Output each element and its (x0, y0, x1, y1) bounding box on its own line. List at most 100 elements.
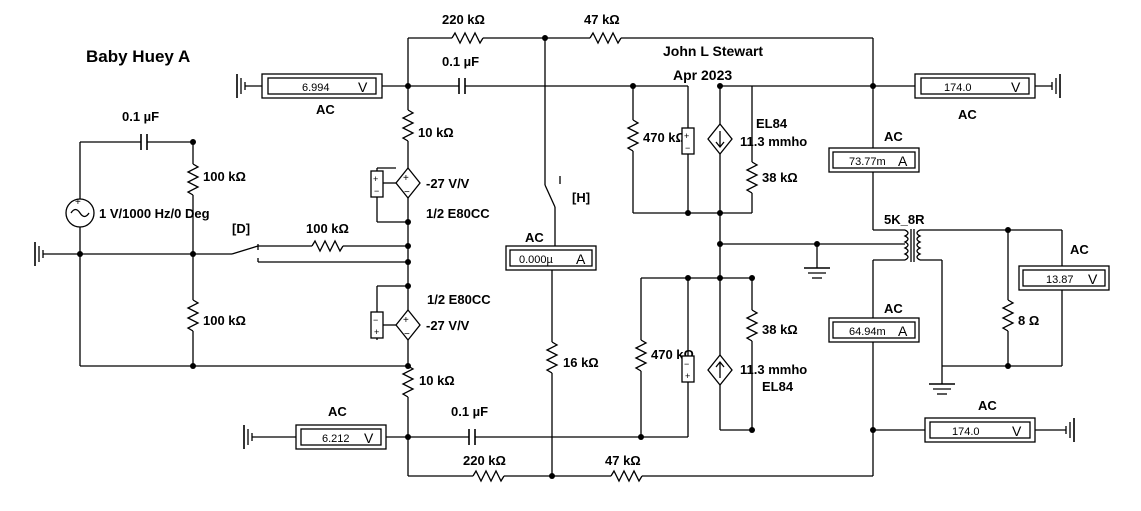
ammeter-top: AC 73.77m A (828, 129, 920, 173)
bottom-47k-resistor-label: 47 kΩ (605, 453, 641, 468)
pentode-top-name-label: EL84 (756, 116, 788, 131)
input-section: + 1 V/1000 Hz/0 Deg 0.1 µF 100 kΩ 100 kΩ… (34, 109, 408, 367)
switch-h-icon[interactable] (544, 176, 561, 208)
voltmeter-output-mode: AC (1070, 242, 1089, 257)
ground-output-icon (929, 383, 955, 395)
input-capacitor-icon (140, 134, 148, 150)
triode-stage: 10 kΩ + − + − -27 V/V 1/2 E80CC + − − + … (370, 38, 491, 476)
pentode-bottom-name-label: EL84 (762, 379, 794, 394)
input-top-resistor-icon (186, 163, 200, 196)
author-label: John L Stewart (663, 43, 763, 59)
ground-top-left-icon (236, 74, 262, 98)
svg-text:−: − (684, 359, 689, 369)
voltmeter-top-left: 6.994 V AC (261, 73, 383, 117)
pentode-bottom: 470 kΩ − + 38 kΩ 11.3 mmho EL84 (634, 244, 807, 437)
plate-bottom-resistor-label: 10 kΩ (419, 373, 455, 388)
voltmeter-output-unit: V (1088, 271, 1098, 287)
junction-dots (77, 35, 1011, 479)
voltmeter-top-right-mode: AC (958, 107, 977, 122)
source-label: 1 V/1000 Hz/0 Deg (99, 206, 210, 221)
switch-d-label: [D] (232, 221, 250, 236)
top-capacitor-label: 0.1 µF (442, 54, 479, 69)
triode-top-gain-label: -27 V/V (426, 176, 470, 191)
feedback-resistor-icon (311, 239, 344, 253)
input-bottom-resistor-icon (186, 299, 200, 332)
bottom-capacitor-label: 0.1 µF (451, 404, 488, 419)
input-bottom-resistor-label: 100 kΩ (203, 313, 246, 328)
svg-text:−: − (374, 186, 379, 196)
top-47k-resistor-icon (589, 31, 622, 45)
ammeter-tail-unit: A (576, 251, 586, 267)
ground-bottom-left-icon (243, 425, 296, 449)
ground-left-icon (34, 242, 80, 266)
top-47k-resistor-label: 47 kΩ (584, 12, 620, 27)
ground-bottom-right-icon (1065, 418, 1075, 442)
transformer-label: 5K_8R (884, 212, 925, 227)
tail-resistor-icon (545, 341, 559, 374)
voltmeter-top-right-value: 174.0 (944, 82, 972, 94)
switch-h-label: [H] (572, 190, 590, 205)
schematic-title: Baby Huey A (86, 47, 190, 66)
svg-text:−: − (685, 143, 690, 153)
plate-bottom-resistor-icon (401, 365, 415, 398)
svg-text:−: − (373, 315, 378, 325)
voltmeter-bottom-right-mode: AC (978, 398, 997, 413)
svg-text:−: − (404, 187, 410, 198)
ammeter-bottom: AC 64.94m A (828, 301, 920, 343)
pentode-bottom-gm-label: 11.3 mmho (740, 362, 807, 377)
bottom-47k-resistor-icon (610, 469, 643, 483)
switch-d-icon[interactable] (231, 244, 259, 262)
voltmeter-bottom-right: AC 174.0 V (924, 398, 1036, 443)
ammeter-tail-mode: AC (525, 230, 544, 245)
svg-text:+: + (373, 174, 378, 184)
ac-source-icon: + (65, 197, 95, 228)
voltmeter-bottom-right-value: 174.0 (952, 426, 980, 438)
svg-text:−: − (404, 329, 410, 340)
svg-text:+: + (684, 131, 689, 141)
bottom-220k-resistor-label: 220 kΩ (463, 453, 506, 468)
ammeter-bottom-unit: A (898, 323, 908, 339)
ground-center-icon (804, 267, 830, 279)
svg-text:+: + (374, 327, 379, 337)
ammeter-tail: AC 0.000µ A (505, 230, 597, 271)
cathode-bottom-resistor-icon (745, 309, 759, 342)
date-label: Apr 2023 (673, 67, 732, 83)
bottom-capacitor-icon (468, 429, 476, 445)
plate-top-resistor-label: 10 kΩ (418, 125, 454, 140)
voltmeter-bottom-left: 6.212 V AC (295, 404, 387, 450)
ammeter-top-unit: A (898, 153, 908, 169)
pentode-top-gm-label: 11.3 mmho (740, 134, 807, 149)
voltmeter-bottom-left-unit: V (364, 430, 374, 446)
voltmeter-top-left-unit: V (358, 79, 368, 95)
top-220k-resistor-icon (451, 31, 484, 45)
ammeter-tail-value: 0.000µ (519, 254, 554, 266)
svg-text:+: + (403, 315, 409, 326)
top-220k-resistor-label: 220 kΩ (442, 12, 485, 27)
ammeter-top-mode: AC (884, 129, 903, 144)
voltmeter-output-value: 13.87 (1046, 274, 1074, 286)
voltmeter-output: AC 13.87 V (1018, 242, 1110, 291)
feedback-resistor-label: 100 kΩ (306, 221, 349, 236)
voltmeter-top-right: 174.0 V AC (914, 73, 1036, 122)
voltmeter-bottom-left-mode: AC (328, 404, 347, 419)
input-top-resistor-label: 100 kΩ (203, 169, 246, 184)
triode-bottom-gain-label: -27 V/V (426, 318, 470, 333)
voltmeter-bottom-left-value: 6.212 (322, 433, 350, 445)
triode-top-name-label: 1/2 E80CC (426, 206, 490, 221)
ammeter-top-value: 73.77m (849, 156, 886, 168)
voltmeter-top-right-unit: V (1011, 79, 1021, 95)
output-transformer-icon (903, 229, 922, 262)
cathode-top-resistor-icon (745, 161, 759, 194)
svg-text:+: + (403, 173, 409, 184)
voltmeter-top-left-mode: AC (316, 102, 335, 117)
voltmeter-top-left-value: 6.994 (302, 82, 330, 94)
bottom-220k-resistor-icon (472, 469, 505, 483)
load-resistor-label: 8 Ω (1018, 313, 1039, 328)
svg-text:+: + (685, 371, 690, 381)
grid-top-resistor-icon (626, 119, 640, 152)
grid-bottom-resistor-icon (634, 339, 648, 372)
cathode-top-resistor-label: 38 kΩ (762, 170, 798, 185)
cathode-bottom-resistor-label: 38 kΩ (762, 322, 798, 337)
load-resistor-icon (1001, 299, 1015, 332)
